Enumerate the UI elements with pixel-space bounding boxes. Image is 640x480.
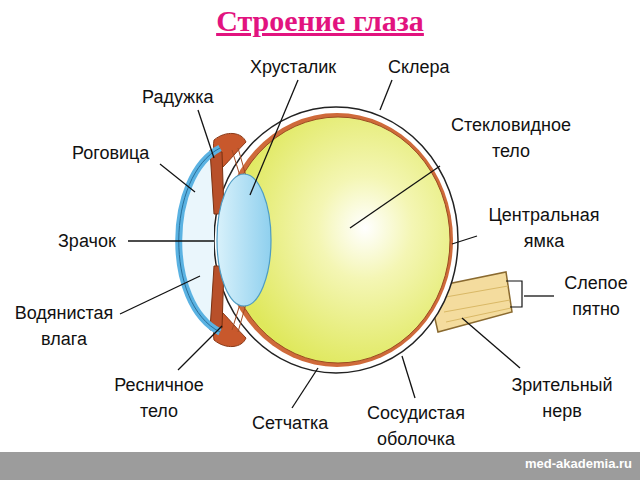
part-label: Хрусталик [250, 54, 336, 80]
part-label: Зрачок [58, 228, 116, 254]
part-label: Радужка [142, 84, 213, 110]
lens [217, 174, 271, 306]
part-label: Сетчатка [252, 410, 328, 436]
sclera [214, 107, 458, 373]
part-label: Ресничное тело [102, 372, 216, 424]
part-label: Зрительный нерв [496, 372, 628, 424]
part-label: Стекловидное тело [436, 112, 586, 164]
footer-band [0, 452, 640, 480]
part-label: Сосудистая оболочка [354, 400, 478, 452]
watermark: med-akademia.ru [470, 453, 632, 475]
part-label: Роговица [72, 140, 149, 166]
part-label: Центральная ямка [478, 202, 610, 254]
part-label: Водянистая влага [3, 300, 125, 352]
blind-spot-bracket [506, 281, 522, 307]
cornea [179, 148, 220, 332]
title: Строение глаза [0, 4, 640, 38]
part-label: Склера [388, 54, 450, 80]
part-label: Слепое пятно [556, 270, 636, 322]
